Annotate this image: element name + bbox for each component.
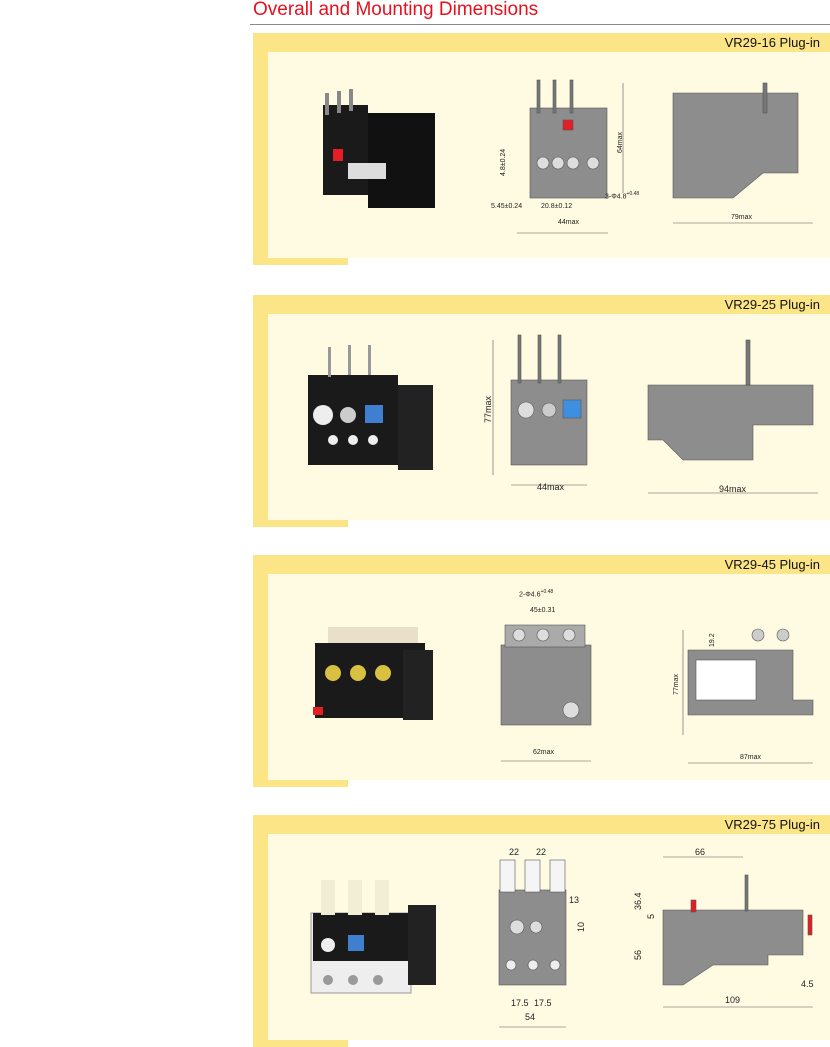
panel-header: VR29-25 Plug-in bbox=[253, 295, 830, 314]
dim-top: 19.2 bbox=[709, 633, 716, 647]
panel-stripe bbox=[253, 52, 268, 265]
dim-pitch-2: 22 bbox=[536, 847, 547, 857]
panel-stub bbox=[253, 1040, 348, 1047]
dim-spacing: 45±0.31 bbox=[530, 607, 556, 614]
dim-pitch-1: 22 bbox=[509, 847, 520, 857]
panel-stub bbox=[253, 258, 348, 265]
front-view bbox=[498, 859, 567, 1028]
panel-stripe bbox=[253, 574, 268, 787]
front-view bbox=[500, 624, 592, 762]
dim-width: 44max bbox=[558, 219, 580, 226]
dim-width: 54 bbox=[525, 1012, 536, 1022]
vr29-25-drawings bbox=[308, 334, 818, 494]
dim-13: 13 bbox=[569, 895, 580, 905]
panel-title: VR29-16 Plug-in bbox=[724, 35, 820, 50]
vr29-16-drawings bbox=[323, 79, 813, 234]
page-title: Overall and Mounting Dimensions bbox=[253, 0, 539, 20]
panel-header: VR29-16 Plug-in bbox=[253, 33, 830, 52]
dim-pitch-vertical: 4.8±0.24 bbox=[500, 148, 507, 176]
dim-36-4: 36.4 bbox=[633, 892, 643, 910]
dim-height: 77max bbox=[673, 673, 680, 695]
panel-stripe bbox=[253, 834, 268, 1047]
product-photo bbox=[323, 89, 435, 208]
side-view bbox=[647, 339, 818, 494]
panel-stub bbox=[253, 520, 348, 527]
panel-vr29-16: VR29-16 Plug-in 4.8±0.24 64max 3-Φ4.8+0.… bbox=[253, 33, 830, 265]
dim-17-5-a: 17.5 bbox=[511, 998, 529, 1008]
panel-stub bbox=[253, 780, 348, 787]
front-view bbox=[492, 334, 588, 486]
product-photo bbox=[313, 627, 433, 720]
side-view bbox=[682, 628, 814, 764]
dim-56: 56 bbox=[633, 949, 643, 960]
vr29-45-drawings bbox=[313, 624, 814, 764]
dim-height: 77max bbox=[483, 395, 493, 423]
dim-spacing: 20.8±0.12 bbox=[541, 203, 573, 210]
dim-depth: 79max bbox=[731, 214, 753, 221]
product-photo bbox=[308, 345, 433, 470]
panel-title: VR29-45 Plug-in bbox=[724, 557, 820, 572]
dim-5: 5 bbox=[646, 913, 656, 919]
dim-height: 64max bbox=[617, 131, 624, 153]
dim-66: 66 bbox=[695, 847, 706, 857]
side-view bbox=[662, 856, 813, 1008]
side-view bbox=[672, 82, 813, 224]
dim-17-5-b: 17.5 bbox=[534, 998, 552, 1008]
panel-title: VR29-25 Plug-in bbox=[724, 297, 820, 312]
dim-holes: 2-Φ4.6+0.48 bbox=[519, 589, 554, 599]
front-view bbox=[517, 79, 624, 234]
dim-depth: 94max bbox=[719, 484, 747, 494]
panel-header: VR29-45 Plug-in bbox=[253, 555, 830, 574]
dim-depth: 87max bbox=[740, 754, 762, 761]
vr29-75-drawings bbox=[310, 856, 813, 1028]
product-photo bbox=[310, 880, 436, 994]
title-divider bbox=[250, 24, 830, 25]
dim-width: 44max bbox=[537, 482, 565, 492]
panel-header: VR29-75 Plug-in bbox=[253, 815, 830, 834]
dim-holes: 3-Φ4.8+0.48 bbox=[605, 191, 640, 201]
dim-4-5: 4.5 bbox=[801, 979, 814, 989]
dim-width: 62max bbox=[533, 749, 555, 756]
panel-title: VR29-75 Plug-in bbox=[724, 817, 820, 832]
dim-depth: 109 bbox=[725, 995, 741, 1005]
panel-vr29-45: VR29-45 Plug-in 2-Φ4.6+0.48 45±0.31 77ma… bbox=[253, 555, 830, 787]
panel-stripe bbox=[253, 314, 268, 527]
dim-offset: 5.45±0.24 bbox=[491, 203, 523, 210]
panel-vr29-25: VR29-25 Plug-in 77max 44max 94max bbox=[253, 295, 830, 527]
panel-vr29-75: VR29-75 Plug-in 22 22 13 10 17.5 bbox=[253, 815, 830, 1047]
dim-10: 10 bbox=[576, 921, 586, 932]
